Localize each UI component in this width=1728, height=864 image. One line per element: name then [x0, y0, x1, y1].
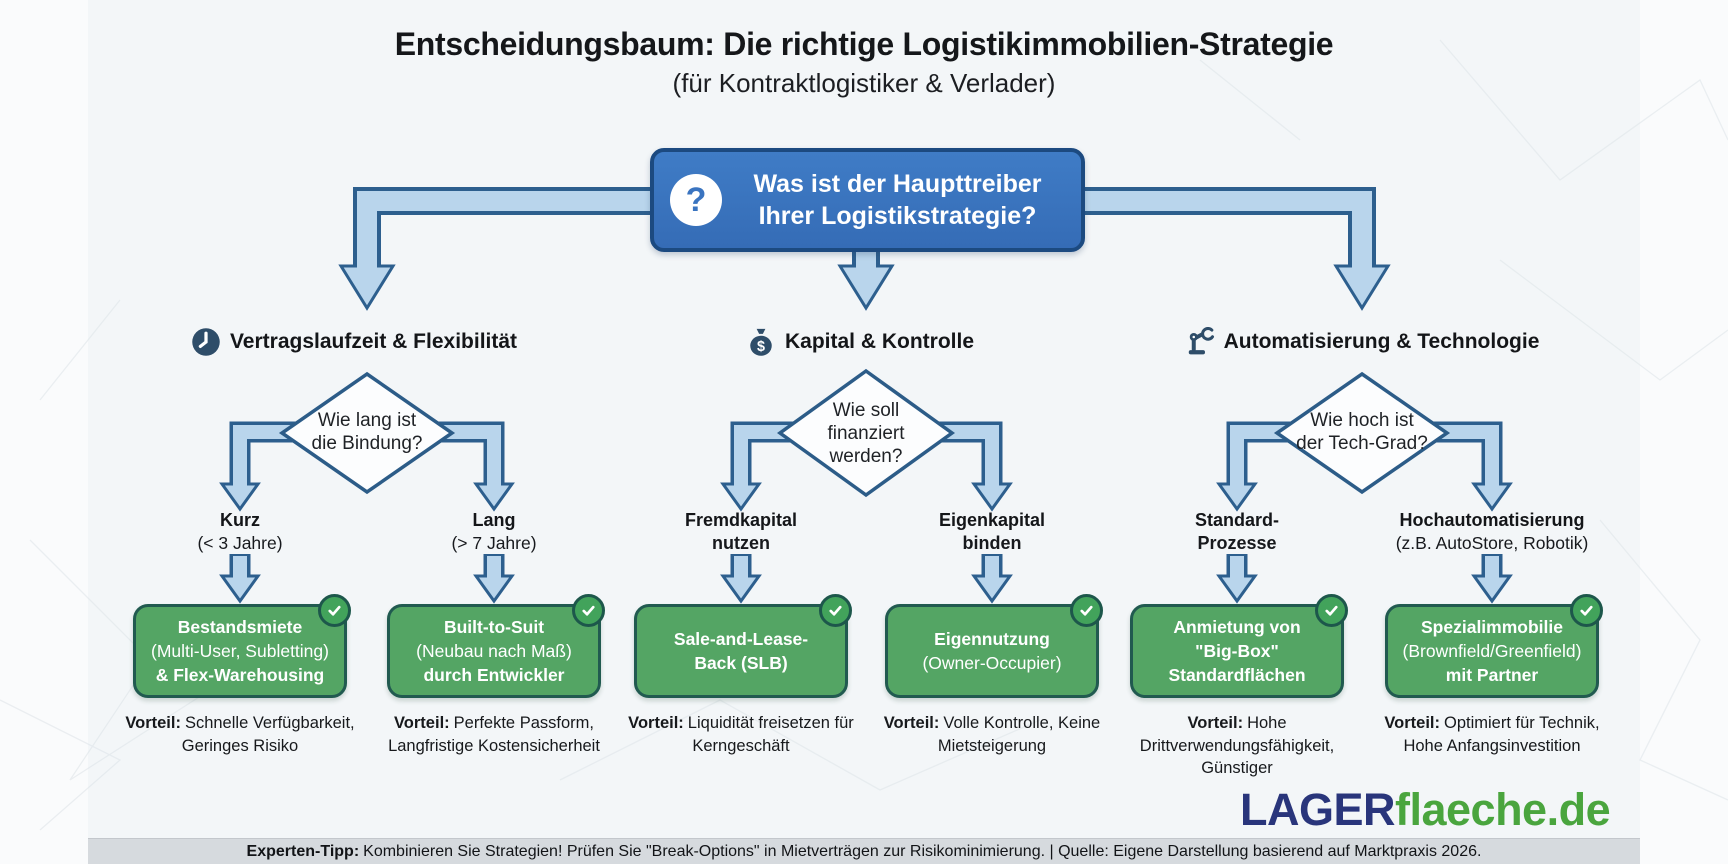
benefit-text: Vorteil:Volle Kontrolle, Keine Mietsteig… — [883, 714, 1101, 755]
clock-icon — [192, 328, 220, 356]
benefit-text: Vorteil:Schnelle Verfügbarkeit, Geringes… — [125, 714, 355, 755]
option-label-kurz: Kurz (< 3 Jahre) — [197, 510, 283, 553]
page-title: Entscheidungsbaum: Die richtige Logistik… — [394, 26, 1334, 62]
benefit-text: Vorteil:Perfekte Passform, Langfristige … — [388, 714, 600, 755]
expert-tip-text: Kombinieren Sie Strategien! Prüfen Sie "… — [363, 843, 1482, 860]
branch-header-label: Kapital & Kontrolle — [784, 330, 974, 353]
result-box-eigennutzung: Eigennutzung (Owner-Occupier) — [885, 594, 1103, 698]
checkmark-icon — [1315, 594, 1348, 627]
option-label-eigenkapital: Eigenkapital binden — [938, 510, 1046, 553]
benefit-text: Vorteil:Liquidität freisetzen für Kernge… — [628, 714, 854, 755]
question-mark-icon: ? — [670, 174, 722, 226]
result-box-bestandsmiete: Bestandsmiete (Multi-User, Subletting) &… — [133, 594, 351, 698]
decision-question-finanzierung: Wie soll finanziert werden? — [827, 400, 905, 467]
result-box-built-to-suit: Built-to-Suit (Neubau nach Maß) durch En… — [387, 594, 605, 698]
page-subtitle: (für Kontraktlogistiker & Verlader) — [672, 68, 1056, 98]
benefit-text: Vorteil:Optimiert für Technik, Hohe Anfa… — [1384, 714, 1600, 755]
checkmark-icon — [318, 594, 351, 627]
checkmark-icon — [572, 594, 605, 627]
svg-text:$: $ — [757, 339, 765, 355]
checkmark-icon — [819, 594, 852, 627]
expert-tip-label: Experten-Tipp: — [246, 843, 360, 860]
branch-header-label: Automatisierung & Technologie — [1223, 330, 1540, 353]
checkmark-icon — [1070, 594, 1103, 627]
money-bag-icon: $ — [750, 328, 772, 356]
option-label-hochautomatisierung: Hochautomatisierung (z.B. AutoStore, Rob… — [1395, 510, 1589, 553]
branch-header-kapital: $ Kapital & Kontrolle — [660, 322, 1060, 362]
decision-question-bindung: Wie lang ist die Bindung? — [311, 410, 423, 454]
root-question-node: ? Was ist der Haupttreiber Ihrer Logisti… — [650, 148, 1085, 252]
decision-question-techgrad: Wie hoch ist der Tech-Grad? — [1296, 410, 1428, 454]
benefit-text: Vorteil:Hohe Drittverwendungsfähigkeit, … — [1139, 714, 1335, 777]
branch-header-vertragslaufzeit: Vertragslaufzeit & Flexibilität — [154, 322, 554, 362]
checkmark-icon — [1570, 594, 1603, 627]
option-label-standard: Standard- Prozesse — [1194, 510, 1279, 553]
brand-logo-prefix: LAGER — [1240, 784, 1396, 835]
result-box-big-box-anmietung: Anmietung von "Big-Box" Standardflächen — [1130, 594, 1348, 698]
branch-header-automatisierung: Automatisierung & Technologie — [1162, 322, 1562, 362]
option-label-fremdkapital: Fremdkapital nutzen — [684, 510, 798, 553]
result-box-spezialimmobilie: Spezialimmobilie (Brownfield/Greenfield)… — [1385, 594, 1603, 698]
option-label-lang: Lang (> 7 Jahre) — [451, 510, 537, 553]
brand-logo: LAGERflaeche.de — [1240, 784, 1611, 836]
root-question-text: Was ist der Haupttreiber Ihrer Logistiks… — [753, 170, 1042, 230]
robot-arm-icon — [1188, 327, 1214, 355]
branch-header-label: Vertragslaufzeit & Flexibilität — [229, 330, 518, 353]
expert-tip-bar: Experten-Tipp:Kombinieren Sie Strategien… — [88, 838, 1640, 864]
brand-logo-suffix: flaeche.de — [1395, 784, 1611, 835]
result-box-sale-and-lease-back: Sale-and-Lease- Back (SLB) — [634, 594, 852, 698]
